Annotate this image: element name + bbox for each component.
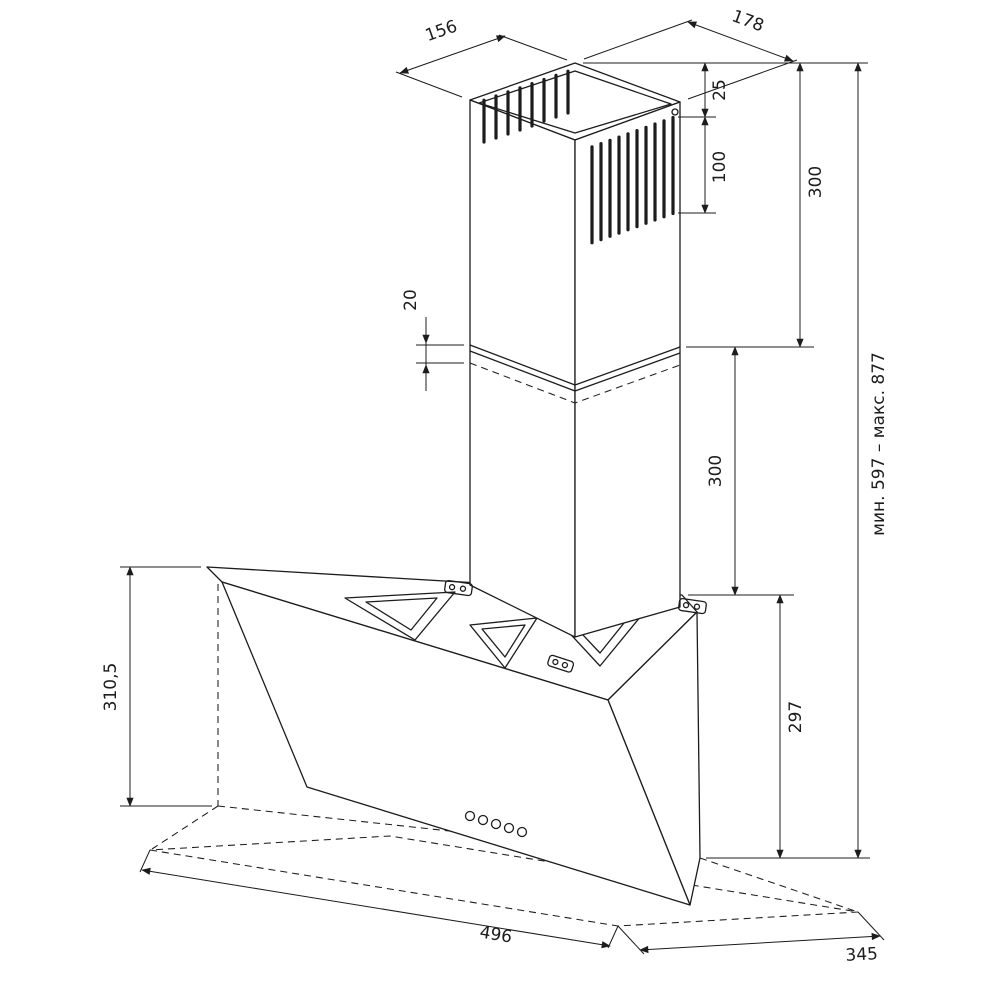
hood-glass-panel <box>221 581 691 906</box>
dim-label-345: 345 <box>845 944 879 966</box>
dim-vent-height: 100 <box>701 116 730 214</box>
dim-label-300-upper: 300 <box>806 166 826 198</box>
dim-body-front-height: 297 <box>776 594 806 859</box>
dim-label-300-lower: 300 <box>706 455 726 487</box>
control-buttons <box>464 810 528 838</box>
chimney-duct <box>444 62 707 673</box>
mounting-hole <box>671 108 679 116</box>
top-plate-triangle-cutouts <box>344 591 651 669</box>
dim-body-width: 496 <box>139 849 619 949</box>
dim-upper-duct-height: 300 <box>796 62 826 348</box>
dimensions: 156 178 25 100 300 <box>101 6 889 966</box>
vent-slots-back-wall <box>482 69 570 144</box>
dim-label-496: 496 <box>478 923 513 948</box>
dim-lower-duct-height: 300 <box>706 346 739 596</box>
dim-label-178: 178 <box>729 6 766 36</box>
telescopic-joint <box>469 344 681 404</box>
dim-body-back-height: 310,5 <box>101 566 212 807</box>
dim-label-100: 100 <box>710 151 730 183</box>
chimney-base-brackets <box>444 579 707 673</box>
dim-vent-offset: 25 <box>678 62 730 214</box>
dim-body-depth: 345 <box>617 911 885 966</box>
dim-label-156: 156 <box>423 16 460 46</box>
vent-slots-right-face <box>590 115 675 245</box>
dim-label-min-max: мин. 597 – макс. 877 <box>869 352 889 536</box>
dim-label-20: 20 <box>401 289 421 311</box>
dim-overall-height-range: мин. 597 – макс. 877 <box>854 62 889 859</box>
dim-telescopic-overlap: 20 <box>401 289 464 391</box>
dim-label-310-5: 310,5 <box>101 663 121 712</box>
dim-label-297: 297 <box>786 701 806 733</box>
dim-label-25: 25 <box>710 79 730 101</box>
